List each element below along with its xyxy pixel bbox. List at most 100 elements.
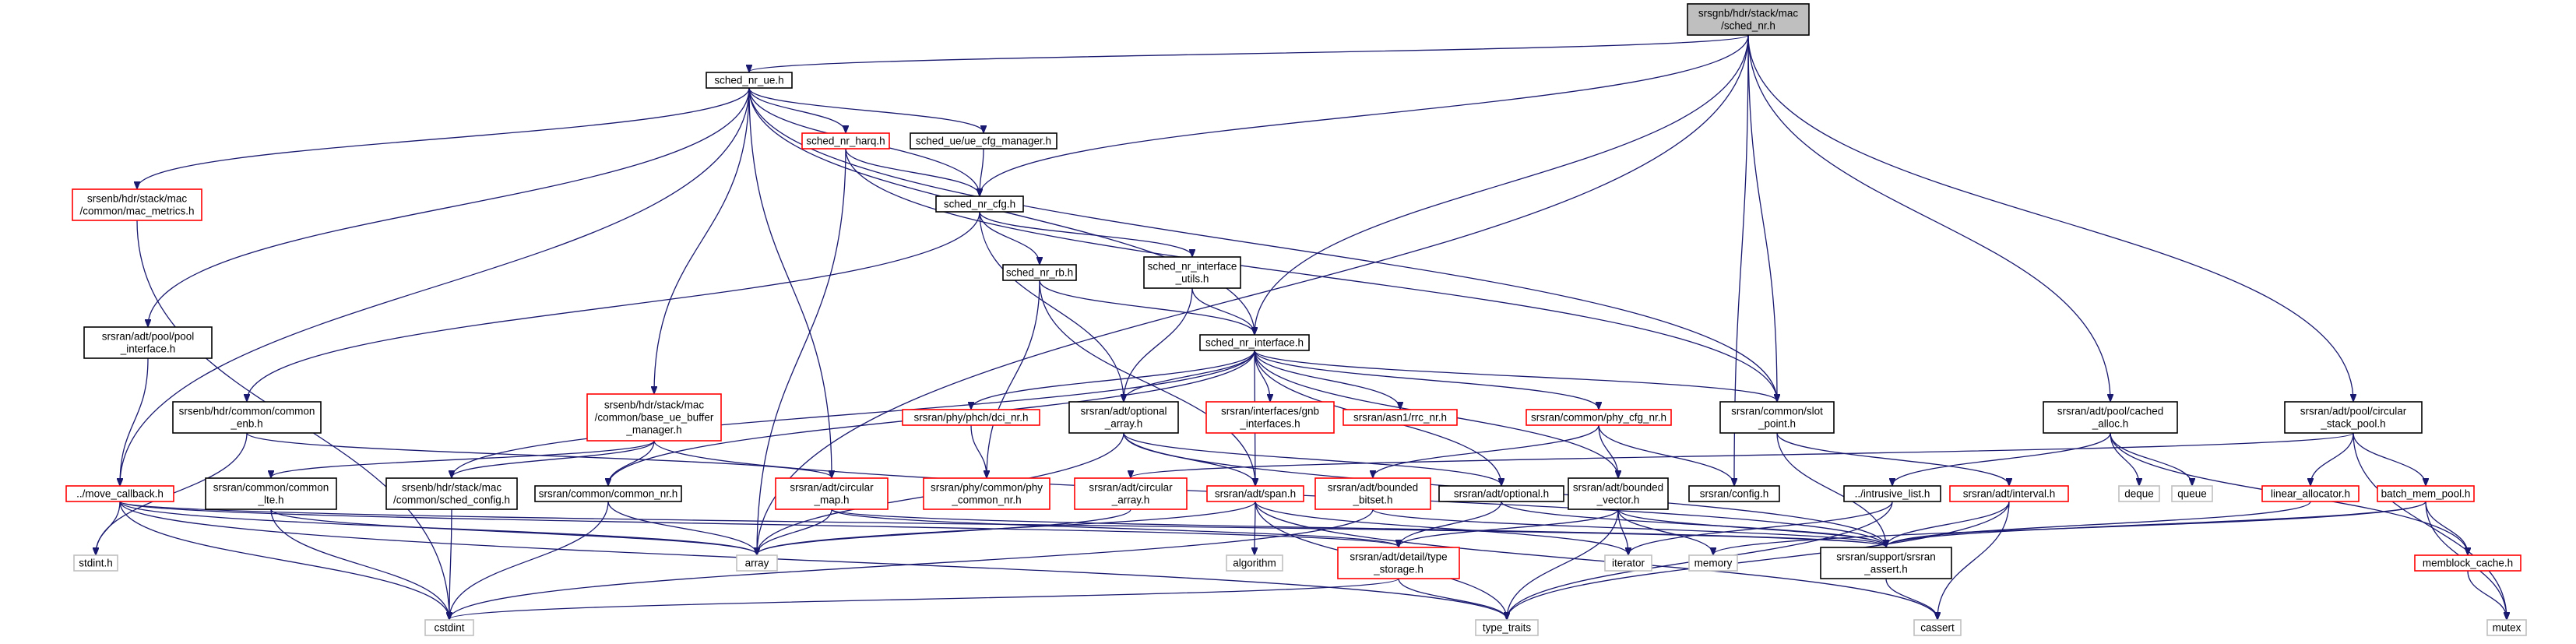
node-box[interactable] <box>1604 554 1652 572</box>
node-box[interactable] <box>1343 409 1458 426</box>
node-box[interactable] <box>1688 485 1780 502</box>
node-box[interactable] <box>1143 256 1241 289</box>
node-box[interactable] <box>205 477 337 510</box>
node-bounded-vector[interactable]: srsran/adt/bounded_vector.h <box>1568 477 1669 510</box>
node-cached-alloc[interactable]: srsran/adt/pool/cached_alloc.h <box>2043 401 2178 434</box>
node-box[interactable] <box>2486 619 2527 636</box>
node-box[interactable] <box>424 619 474 636</box>
node-box[interactable] <box>2377 485 2475 502</box>
node-optional-array[interactable]: srsran/adt/optional_array.h <box>1068 401 1179 434</box>
node-type-traits[interactable]: type_traits <box>1475 619 1539 636</box>
node-base-ue-buffer-manager[interactable]: srsenb/hdr/stack/mac/common/base_ue_buff… <box>586 393 722 442</box>
node-box[interactable] <box>1002 264 1077 281</box>
node-box[interactable] <box>1526 409 1672 426</box>
node-box[interactable] <box>902 409 1040 426</box>
node-gnb-interfaces[interactable]: srsran/interfaces/gnb_interfaces.h <box>1205 401 1335 434</box>
node-box[interactable] <box>801 132 890 150</box>
node-rrc-nr[interactable]: srsran/asn1/rrc_nr.h <box>1343 409 1458 426</box>
node-memory[interactable]: memory <box>1688 554 1738 572</box>
node-box[interactable] <box>910 132 1057 150</box>
node-type-storage[interactable]: srsran/adt/detail/type_storage.h <box>1337 547 1460 579</box>
node-mutex[interactable]: mutex <box>2486 619 2527 636</box>
node-phy-common-nr[interactable]: srsran/phy/common/phy_common_nr.h <box>923 477 1050 510</box>
node-circular-array[interactable]: srsran/adt/circular_array.h <box>1074 477 1188 510</box>
node-box[interactable] <box>775 477 889 510</box>
node-box[interactable] <box>1226 554 1283 572</box>
node-iterator[interactable]: iterator <box>1604 554 1652 572</box>
node-box[interactable] <box>65 485 174 502</box>
node-box[interactable] <box>1074 477 1188 510</box>
node-box[interactable] <box>1568 477 1669 510</box>
node-box[interactable] <box>923 477 1050 510</box>
node-cassert[interactable]: cassert <box>1913 619 1962 636</box>
node-box[interactable] <box>935 195 1024 213</box>
node-sched-nr-cfg[interactable]: sched_nr_cfg.h <box>935 195 1024 213</box>
node-move-callback[interactable]: ../move_callback.h <box>65 485 174 502</box>
node-box[interactable] <box>2043 401 2178 434</box>
node-sched-nr-harq[interactable]: sched_nr_harq.h <box>801 132 890 150</box>
node-dci-nr[interactable]: srsran/phy/phch/dci_nr.h <box>902 409 1040 426</box>
node-box[interactable] <box>2171 485 2213 502</box>
node-phy-cfg-nr[interactable]: srsran/common/phy_cfg_nr.h <box>1526 409 1672 426</box>
node-box[interactable] <box>736 554 778 572</box>
node-box[interactable] <box>1337 547 1460 579</box>
node-interval[interactable]: srsran/adt/interval.h <box>1949 485 2069 502</box>
node-box[interactable] <box>73 554 118 572</box>
node-pool-interface[interactable]: srsran/adt/pool/pool_interface.h <box>83 326 213 359</box>
node-config[interactable]: srsran/config.h <box>1688 485 1780 502</box>
node-box[interactable] <box>83 326 213 359</box>
node-stdint[interactable]: stdint.h <box>73 554 118 572</box>
node-box[interactable] <box>1843 485 1941 502</box>
node-box[interactable] <box>172 401 322 434</box>
node-box[interactable] <box>2414 554 2521 572</box>
node-common-enb[interactable]: srsenb/hdr/common/common_enb.h <box>172 401 322 434</box>
node-circular-stack-pool[interactable]: srsran/adt/pool/circular_stack_pool.h <box>2284 401 2423 434</box>
node-srsran-assert[interactable]: srsran/support/srsran_assert.h <box>1820 547 1952 579</box>
node-box[interactable] <box>1314 477 1431 510</box>
node-box[interactable] <box>1068 401 1179 434</box>
node-box[interactable] <box>2118 485 2160 502</box>
node-box[interactable] <box>1199 334 1310 351</box>
node-box[interactable] <box>2261 485 2360 502</box>
node-sched-config[interactable]: srsenb/hdr/stack/mac/common/sched_config… <box>385 477 518 510</box>
node-ue-cfg-manager[interactable]: sched_ue/ue_cfg_manager.h <box>910 132 1057 150</box>
node-sched-nr-interface[interactable]: sched_nr_interface.h <box>1199 334 1310 351</box>
node-box[interactable] <box>1913 619 1962 636</box>
node-linear-allocator[interactable]: linear_allocator.h <box>2261 485 2360 502</box>
node-box[interactable] <box>72 188 202 221</box>
node-box[interactable] <box>586 393 722 442</box>
node-sched-nr-ue[interactable]: sched_nr_ue.h <box>706 72 793 89</box>
node-box[interactable] <box>1206 485 1304 502</box>
node-box[interactable] <box>1205 401 1335 434</box>
node-circular-map[interactable]: srsran/adt/circular_map.h <box>775 477 889 510</box>
node-box[interactable] <box>1688 554 1738 572</box>
node-array[interactable]: array <box>736 554 778 572</box>
node-deque[interactable]: deque <box>2118 485 2160 502</box>
node-box[interactable] <box>534 485 682 502</box>
node-box[interactable] <box>1438 485 1564 502</box>
node-bounded-bitset[interactable]: srsran/adt/bounded_bitset.h <box>1314 477 1431 510</box>
node-memblock-cache[interactable]: memblock_cache.h <box>2414 554 2521 572</box>
node-sched-nr-rb[interactable]: sched_nr_rb.h <box>1002 264 1077 281</box>
node-intrusive-list[interactable]: ../intrusive_list.h <box>1843 485 1941 502</box>
node-sched-nr-interface-utils[interactable]: sched_nr_interface_utils.h <box>1143 256 1241 289</box>
node-common-lte[interactable]: srsran/common/common_lte.h <box>205 477 337 510</box>
node-box[interactable] <box>385 477 518 510</box>
node-box[interactable] <box>1820 547 1952 579</box>
node-root[interactable]: srsgnb/hdr/stack/mac/sched_nr.h <box>1687 3 1810 36</box>
node-cstdint[interactable]: cstdint <box>424 619 474 636</box>
node-mac-metrics[interactable]: srsenb/hdr/stack/mac/common/mac_metrics.… <box>72 188 202 221</box>
node-box[interactable] <box>1949 485 2069 502</box>
node-slot-point[interactable]: srsran/common/slot_point.h <box>1719 401 1835 434</box>
node-box[interactable] <box>1475 619 1539 636</box>
node-box[interactable] <box>1719 401 1835 434</box>
node-span[interactable]: srsran/adt/span.h <box>1206 485 1304 502</box>
node-box[interactable] <box>1687 3 1810 36</box>
node-algorithm[interactable]: algorithm <box>1226 554 1283 572</box>
node-optional[interactable]: srsran/adt/optional.h <box>1438 485 1564 502</box>
node-box[interactable] <box>2284 401 2423 434</box>
node-queue[interactable]: queue <box>2171 485 2213 502</box>
node-common-nr[interactable]: srsran/common/common_nr.h <box>534 485 682 502</box>
node-box[interactable] <box>706 72 793 89</box>
node-batch-mem-pool[interactable]: batch_mem_pool.h <box>2377 485 2475 502</box>
